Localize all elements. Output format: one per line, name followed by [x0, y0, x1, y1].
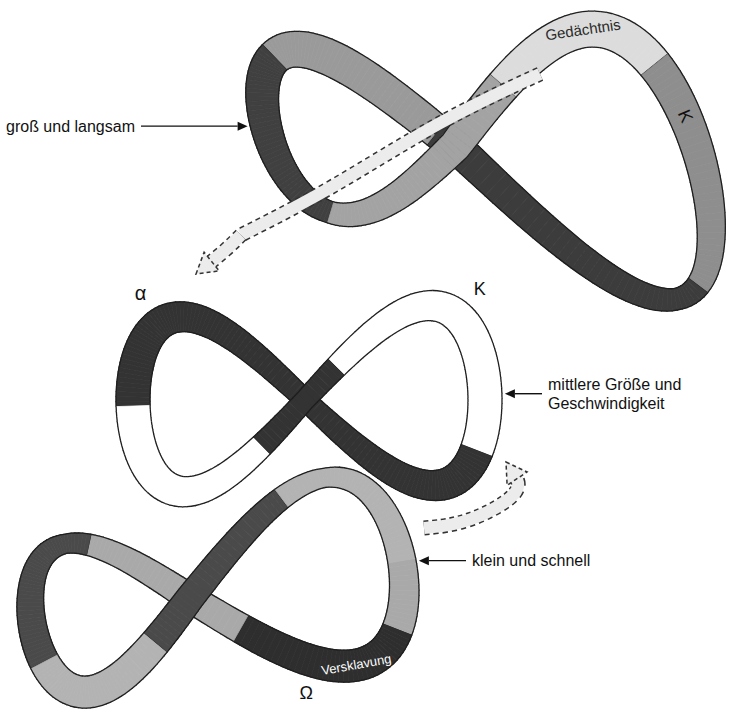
leader-line — [515, 393, 542, 394]
leader-arrowhead — [238, 122, 248, 131]
band-edge — [17, 598, 44, 602]
band-edge — [294, 186, 314, 207]
arrow-head — [506, 462, 527, 485]
band-fill — [290, 184, 311, 204]
band-text: Gedächtnis — [545, 16, 623, 44]
band-fill — [294, 186, 314, 207]
band-edge — [687, 161, 719, 176]
band-edge — [697, 226, 725, 233]
loop-shape — [12, 463, 424, 713]
band-piece — [697, 219, 726, 227]
infinity-loop: αK — [112, 274, 506, 511]
band-piece — [294, 186, 314, 207]
loop-shape — [241, 7, 730, 316]
band-fill — [697, 219, 726, 227]
connector-tail-body — [241, 74, 540, 235]
band-piece — [290, 184, 311, 204]
leader-line — [429, 560, 466, 561]
band-fill — [697, 226, 725, 233]
band-text: K — [673, 107, 697, 126]
arrow-head — [196, 252, 219, 274]
connector-tail-outline — [241, 74, 540, 235]
band-fill — [389, 585, 419, 590]
band-edge — [697, 219, 726, 227]
band-fill — [687, 161, 719, 176]
band-edge — [116, 397, 150, 402]
band-edge — [290, 184, 311, 204]
band-edge — [389, 585, 419, 590]
band-piece — [687, 161, 719, 176]
band-piece — [17, 598, 44, 602]
leader-line — [141, 125, 238, 126]
band-piece — [389, 585, 419, 590]
connector-tail — [241, 74, 540, 235]
band-piece — [116, 397, 150, 402]
leader-arrowhead — [505, 389, 515, 398]
infinity-loop: VersklavungΩ — [12, 463, 424, 713]
infinity-loop: GedächtnisK — [241, 7, 730, 316]
band-fill — [468, 388, 502, 394]
band-piece — [697, 226, 725, 233]
band-fill — [17, 598, 44, 602]
loop-shape — [112, 274, 506, 511]
dashed-arrow — [196, 235, 241, 274]
band-edge — [468, 388, 502, 394]
band-piece — [468, 388, 502, 394]
loop-label: K — [474, 279, 486, 300]
band-fill — [116, 397, 150, 402]
leader-arrowhead — [419, 556, 429, 565]
loop-label: α — [135, 282, 147, 305]
